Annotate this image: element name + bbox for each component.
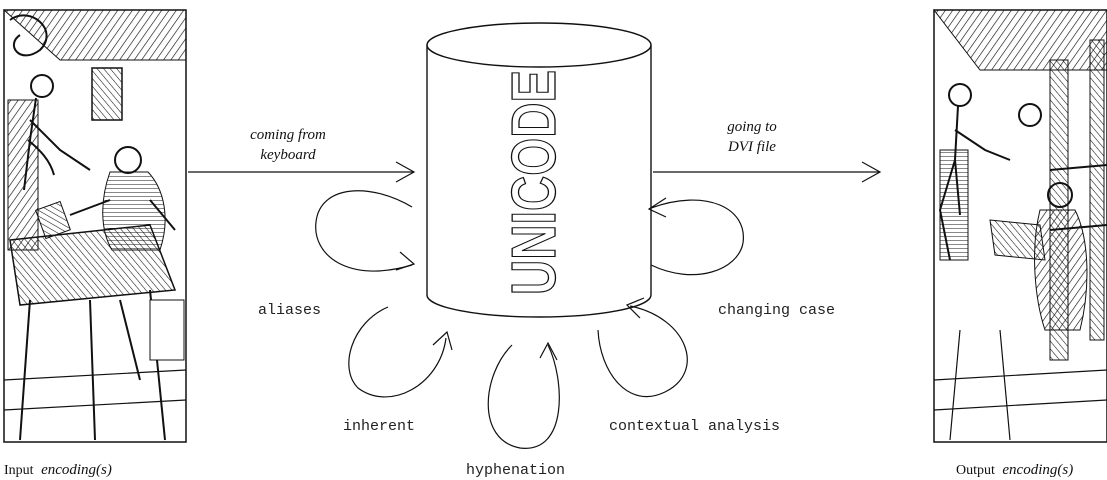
output-caption: Output encoding(s) [956, 462, 1073, 478]
output-woodcut-image [932, 9, 1107, 443]
loop-contextual-analysis [597, 297, 688, 398]
input-caption: Input encoding(s) [4, 462, 112, 478]
loop-inherent [348, 306, 453, 398]
input-arrow [188, 161, 416, 183]
process-inherent-label: inherent [343, 418, 415, 435]
process-contextual-analysis-label: contextual analysis [609, 418, 780, 435]
loop-changing-case [647, 197, 744, 276]
loop-hyphenation [487, 341, 560, 449]
process-aliases-label: aliases [258, 302, 321, 319]
output-arrow [653, 161, 882, 183]
loop-aliases [315, 190, 416, 272]
unicode-label: UNICODE [500, 70, 569, 295]
unicode-cylinder [426, 22, 652, 318]
input-arrow-label-line1: coming from [250, 127, 326, 143]
process-changing-case-label: changing case [718, 302, 835, 319]
input-woodcut-image [2, 9, 187, 443]
output-arrow-label-line2: DVI file [727, 139, 776, 155]
output-arrow-label-line1: going to [727, 119, 777, 135]
input-arrow-label-line2: keyboard [260, 147, 316, 163]
process-hyphenation-label: hyphenation [466, 462, 565, 479]
